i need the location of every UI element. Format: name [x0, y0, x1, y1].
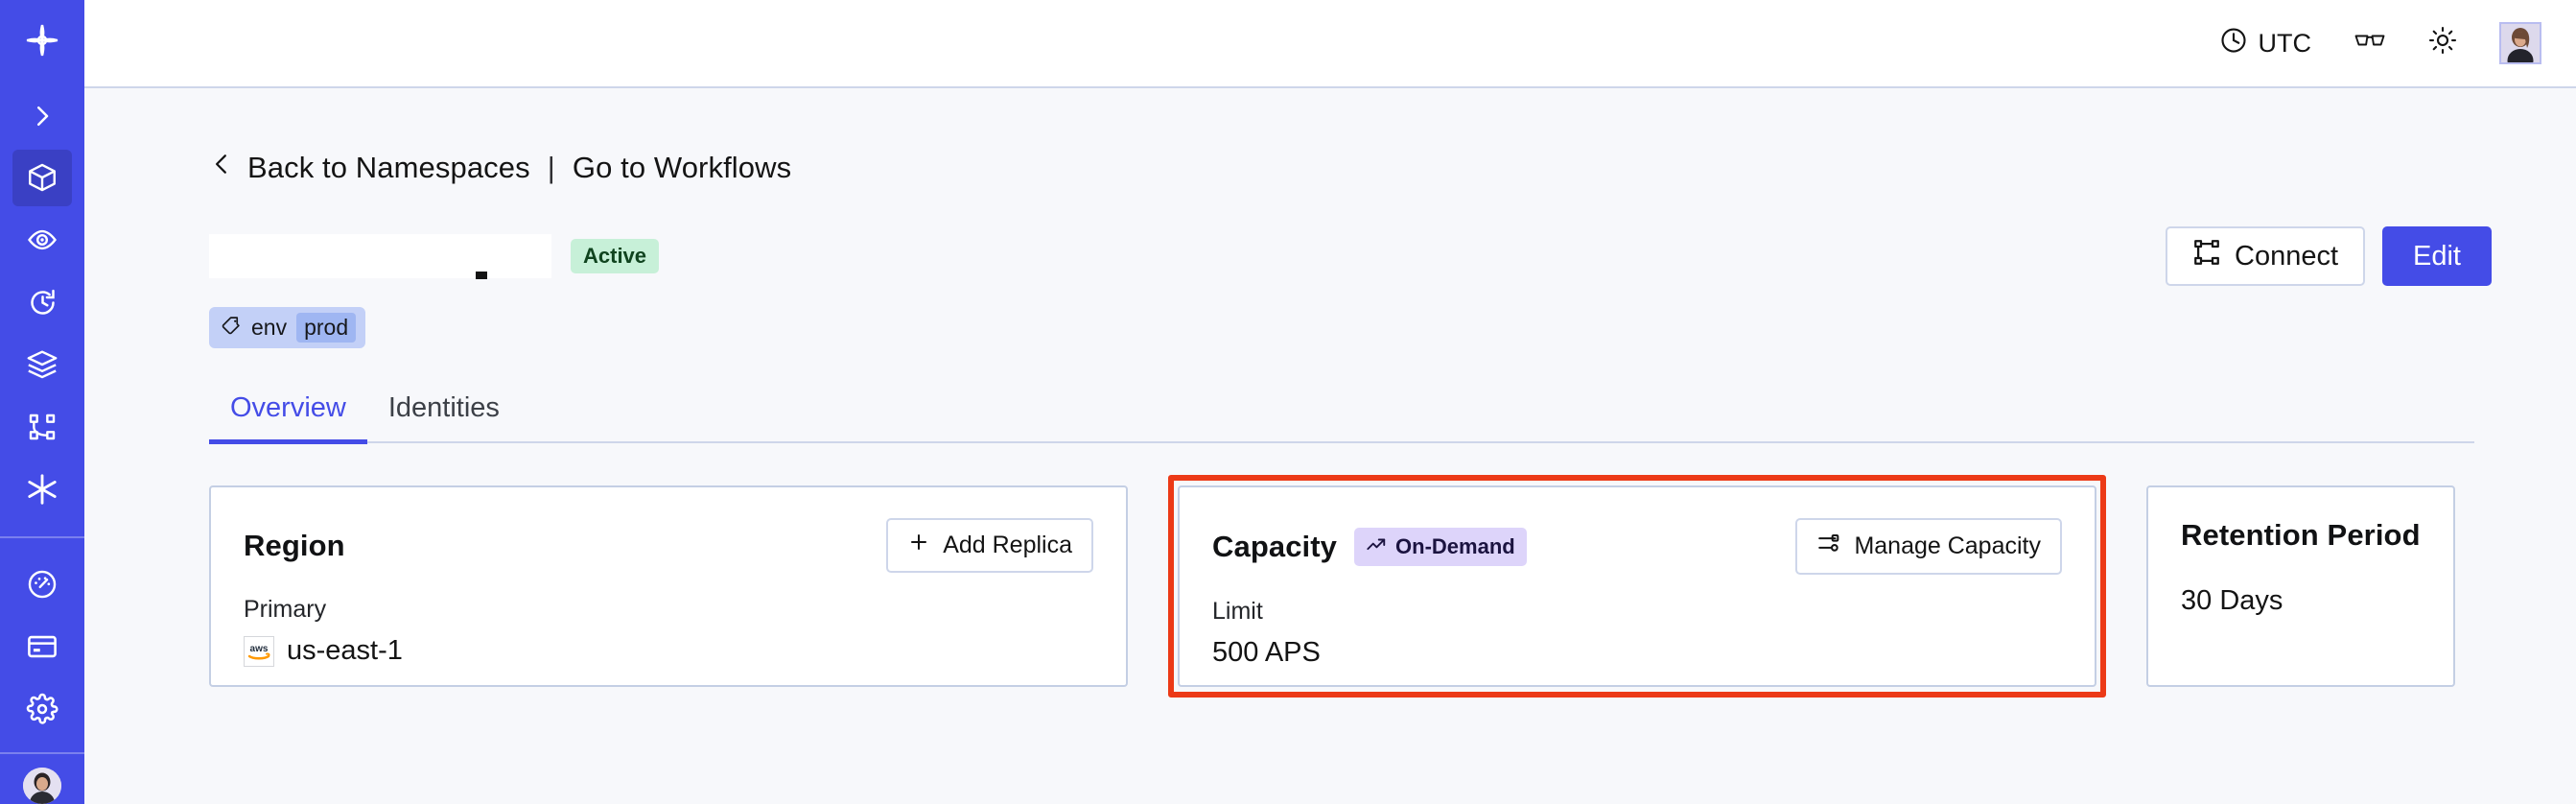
- breadcrumb-separator: |: [547, 151, 555, 184]
- add-replica-label: Add Replica: [943, 532, 1072, 558]
- sidebar-item-layers[interactable]: [12, 337, 72, 393]
- retention-card-title: Retention Period: [2181, 518, 2421, 552]
- theme-toggle-button[interactable]: [2428, 26, 2457, 61]
- history-clock-icon: [27, 287, 59, 319]
- page-title: [209, 234, 551, 278]
- capacity-card-action: Manage Capacity: [1168, 475, 2106, 698]
- capacity-sublabel: Limit: [1212, 598, 1263, 625]
- gear-icon: [26, 693, 59, 725]
- sidebar-user-avatar[interactable]: [23, 767, 61, 804]
- sidebar-item-usage[interactable]: [12, 556, 72, 612]
- reading-mode-button[interactable]: [2354, 27, 2386, 60]
- connect-button[interactable]: Connect: [2166, 226, 2366, 286]
- glasses-icon: [2354, 27, 2386, 60]
- tag-row: env prod: [209, 307, 2492, 348]
- plus-icon: [907, 531, 930, 560]
- chevron-left-icon[interactable]: [209, 150, 234, 186]
- cube-icon: [26, 161, 59, 194]
- sidebar-item-nexus[interactable]: [12, 461, 72, 518]
- chevron-right-icon: [28, 102, 57, 130]
- breadcrumb: Back to Namespaces | Go to Workflows: [209, 150, 2492, 186]
- capacity-mode-badge: On-Demand: [1354, 527, 1527, 566]
- capacity-card-header: Capacity On-Demand: [1168, 475, 2106, 698]
- manage-capacity-button[interactable]: Manage Capacity: [1795, 518, 2062, 575]
- timezone-label: UTC: [2258, 28, 2312, 58]
- sliders-icon: [1816, 531, 1841, 562]
- tab-overview[interactable]: Overview: [209, 387, 367, 444]
- asterisk-icon: [25, 472, 59, 507]
- sidebar: [0, 0, 84, 804]
- sidebar-item-observability[interactable]: [12, 212, 72, 269]
- connect-icon: [2192, 238, 2221, 274]
- svg-text:aws: aws: [250, 644, 269, 654]
- main-area: UTC: [84, 0, 2576, 804]
- sidebar-item-history[interactable]: [12, 274, 72, 331]
- region-value: us-east-1: [287, 635, 403, 666]
- tabs: Overview Identities: [209, 387, 2474, 444]
- sidebar-logo[interactable]: [12, 13, 72, 66]
- avatar[interactable]: [2499, 22, 2541, 64]
- sidebar-item-billing[interactable]: [12, 618, 72, 674]
- retention-card-header: Retention Period: [2181, 518, 2421, 553]
- namespace-header: Active: [209, 226, 2492, 286]
- region-card-header: Region Add Replica: [244, 518, 1093, 573]
- tag-key: env: [251, 315, 288, 340]
- credit-card-icon: [26, 630, 59, 663]
- page-content: Back to Namespaces | Go to Workflows Act…: [84, 88, 2576, 804]
- edit-button[interactable]: Edit: [2382, 226, 2492, 286]
- region-sublabel: Primary: [244, 596, 327, 623]
- gauge-icon: [26, 568, 59, 601]
- header-actions: Connect Edit: [2166, 226, 2492, 286]
- title-underscore-mark: [476, 272, 487, 279]
- breadcrumb-workflows-link[interactable]: Go to Workflows: [572, 151, 792, 184]
- retention-card: Retention Period 30 Days: [2146, 485, 2455, 687]
- region-value-row: aws us-east-1: [244, 635, 1093, 667]
- sidebar-divider: [0, 536, 84, 539]
- retention-value: 30 Days: [2181, 585, 2283, 616]
- edit-button-label: Edit: [2413, 240, 2461, 272]
- region-card: Region Add Replica: [209, 485, 1128, 687]
- manage-capacity-label: Manage Capacity: [1854, 532, 2041, 559]
- aws-logo-icon: aws: [244, 635, 274, 667]
- capacity-value: 500 APS: [1212, 637, 1321, 668]
- namespace-tag[interactable]: env prod: [209, 307, 366, 348]
- layers-icon: [26, 348, 59, 381]
- sidebar-item-namespaces[interactable]: [12, 150, 72, 206]
- sidebar-item-workflows[interactable]: [12, 399, 72, 456]
- tag-icon: [221, 315, 242, 342]
- status-badge: Active: [571, 239, 660, 273]
- region-card-action: Add Replica: [886, 518, 1093, 573]
- add-replica-button[interactable]: Add Replica: [886, 518, 1093, 573]
- tab-identities[interactable]: Identities: [387, 392, 500, 423]
- sidebar-item-settings[interactable]: [12, 680, 72, 737]
- overview-cards: Region Add Replica: [209, 475, 2492, 698]
- tag-value: prod: [296, 313, 357, 343]
- capacity-mode-label: On-Demand: [1395, 533, 1515, 558]
- sidebar-item-expand[interactable]: [12, 87, 72, 144]
- clock-icon: [2219, 26, 2248, 61]
- temporal-logo-icon: [24, 22, 60, 59]
- sidebar-divider-bottom: [0, 752, 84, 754]
- sun-icon: [2428, 26, 2457, 61]
- region-card-title: Region: [244, 528, 345, 562]
- git-branch-icon: [27, 412, 58, 442]
- trending-up-icon: [1366, 534, 1387, 559]
- capacity-card: Capacity On-Demand: [1168, 475, 2106, 698]
- eye-icon: [26, 224, 59, 256]
- topbar: UTC: [84, 0, 2576, 88]
- capacity-card-title: Capacity: [1212, 529, 1338, 563]
- timezone-selector[interactable]: UTC: [2219, 26, 2312, 61]
- breadcrumb-back-link[interactable]: Back to Namespaces: [247, 151, 530, 184]
- connect-button-label: Connect: [2235, 240, 2339, 272]
